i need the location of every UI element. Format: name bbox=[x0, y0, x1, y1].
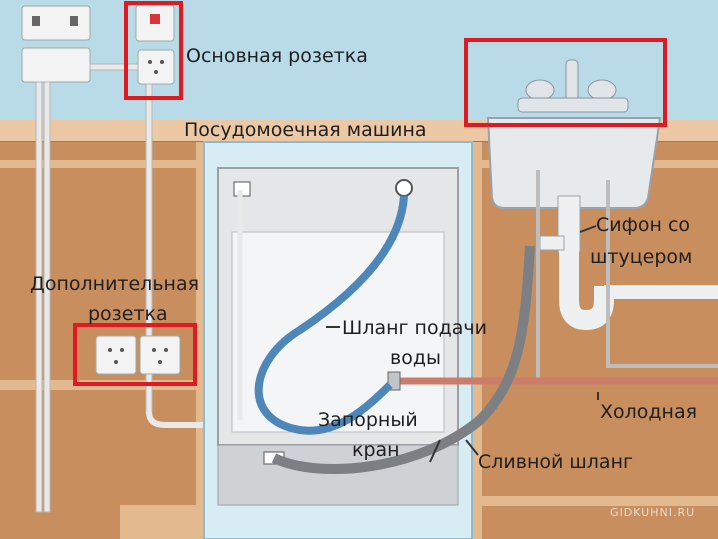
label-cold-water: Холодная bbox=[600, 401, 698, 423]
extra-socket-left bbox=[95, 335, 137, 375]
label-inlet-hose-line2: воды bbox=[390, 347, 441, 369]
drain-hose bbox=[271, 245, 535, 475]
label-drain-hose: Сливной шланг bbox=[478, 451, 633, 473]
highlight-extra-socket bbox=[73, 323, 197, 386]
watermark: GIDKUHNI.RU bbox=[610, 506, 696, 519]
label-siphon-line2: штуцером bbox=[590, 246, 693, 268]
label-dishwasher: Посудомоечная машина bbox=[184, 119, 427, 141]
label-siphon-line1: Сифон со bbox=[596, 214, 691, 236]
shutoff-valve-icon bbox=[387, 371, 401, 391]
wall-socket-double bbox=[21, 47, 91, 83]
wall-socket-top bbox=[21, 5, 91, 41]
sink-basin bbox=[486, 117, 662, 209]
label-main-socket: Основная розетка bbox=[186, 45, 368, 67]
extra-socket-right bbox=[139, 335, 181, 375]
label-extra-socket-line1: Дополнительная bbox=[30, 273, 200, 295]
highlight-main-socket bbox=[124, 1, 183, 100]
label-valve-line2: кран bbox=[352, 439, 400, 461]
label-extra-socket-line2: розетка bbox=[88, 303, 168, 325]
highlight-faucet bbox=[464, 38, 667, 127]
label-valve-line1: Запорный bbox=[318, 409, 418, 431]
inlet-hose bbox=[254, 195, 408, 435]
label-inlet-hose-line1: Шланг подачи bbox=[342, 317, 487, 339]
